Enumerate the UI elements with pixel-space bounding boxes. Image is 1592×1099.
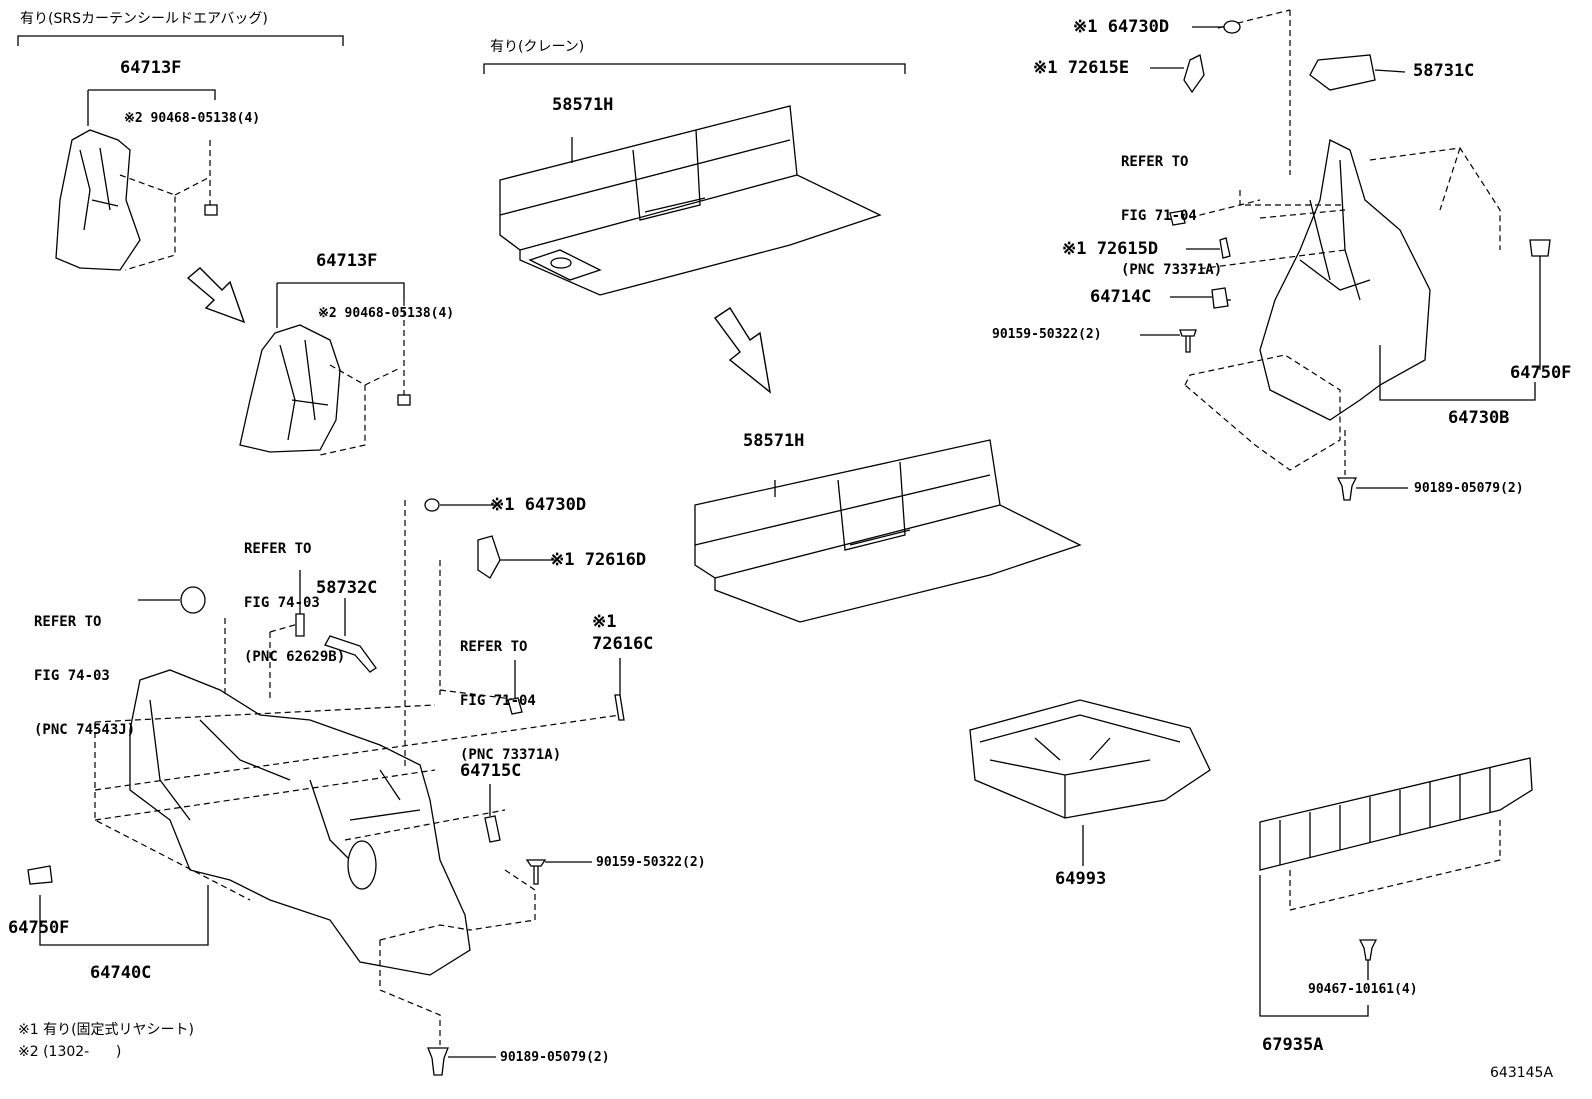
ref-line-3: (PNC 62629B): [244, 649, 346, 665]
deck-board-lower: [694, 439, 1082, 623]
part-58571H-lower: 58571H: [743, 431, 805, 451]
plug-64730D-mid: [424, 498, 500, 512]
ref-line-2: FIG 71-04: [1121, 208, 1197, 224]
arrow-down-right-1: [186, 267, 246, 324]
footnote-2: ※2 (1302- ): [18, 1044, 122, 1060]
part-58731C: 58731C: [1413, 61, 1475, 81]
ref-fig-74-03-74543j: REFER TO FIG 74-03 (PNC 74543J): [34, 577, 135, 757]
ref-line-3: (PNC 73371A): [460, 747, 562, 763]
part-72616D: ※1 72616D: [550, 550, 647, 570]
part-90467: 90467-10161(4): [1308, 982, 1418, 997]
part-64730B: 64730B: [1448, 408, 1510, 428]
part-64713F-lower: 64713F: [316, 251, 378, 271]
screw-90189-bottom: [427, 1047, 496, 1076]
part-64714C: 64714C: [1090, 287, 1152, 307]
quarter-trim-lower-left: [39, 500, 621, 1045]
clip-72616D: [477, 535, 556, 579]
part-90159-bottom: 90159-50322(2): [596, 855, 706, 870]
clip-58731C: [1309, 54, 1406, 91]
arrow-down-right-2: [714, 307, 771, 394]
ref-line-1: REFER TO: [34, 614, 102, 630]
part-64750F-right: 64750F: [1510, 363, 1572, 383]
rear-panel-trim: [1259, 757, 1533, 1017]
ref-line-1: REFER TO: [1121, 154, 1189, 170]
part-64730D-top: ※1 64730D: [1073, 17, 1170, 37]
part-90159-top: 90159-50322(2): [992, 327, 1102, 342]
cover-58732C: [324, 598, 377, 673]
ref-fig-71-04-mid: REFER TO FIG 71-04 (PNC 73371A): [460, 602, 561, 782]
clip-64750F-right: [1529, 239, 1551, 257]
part-58571H-upper: 58571H: [552, 95, 614, 115]
part-90189-top: 90189-05079(2): [1414, 481, 1524, 496]
ref-line-3: (PNC 73371A): [1121, 262, 1223, 278]
part-64715C: 64715C: [460, 761, 522, 781]
ref-fig-71-04-top: REFER TO FIG 71-04 (PNC 73371A): [1121, 117, 1222, 297]
part-90468-lower: ※2 90468-05138(4): [318, 306, 455, 321]
plug-74543J: [138, 586, 206, 614]
deck-board-upper: [499, 105, 882, 296]
bracket-64715C: [484, 784, 501, 843]
part-58732C: 58732C: [316, 578, 378, 598]
bracket-64714C: [1170, 287, 1229, 309]
crane-header: 有り(クレーン): [490, 39, 585, 55]
part-64740C: 64740C: [90, 963, 152, 983]
figure-code: 643145A: [1490, 1065, 1554, 1081]
ref-line-2: FIG 74-03: [244, 595, 320, 611]
plug-64730D-top: [1192, 20, 1241, 34]
ref-line-2: FIG 71-04: [460, 693, 536, 709]
clip-64750F-left: [27, 865, 53, 885]
part-90468-upper: ※2 90468-05138(4): [124, 111, 261, 126]
ref-fig-74-03-62629b: REFER TO FIG 74-03 (PNC 62629B): [244, 504, 345, 684]
tire-tray-64993: [969, 699, 1211, 866]
clip-73371A-mid: [507, 660, 523, 715]
part-64750F-left: 64750F: [8, 918, 70, 938]
srs-bracket: [17, 35, 344, 46]
clip-72615D: [1169, 210, 1231, 259]
part-72615D: ※1 72615D: [1062, 239, 1159, 259]
screw-90159-bottom: [525, 859, 592, 885]
part-90189-bottom: 90189-05079(2): [500, 1050, 610, 1065]
part-64993: 64993: [1055, 869, 1107, 889]
screw-90159-top: [1140, 329, 1197, 353]
part-72616C: 72616C: [592, 634, 654, 654]
srs-curtain-header: 有り(SRSカーテンシールドエアバッグ): [20, 11, 268, 27]
part-67935A: 67935A: [1262, 1035, 1324, 1055]
ref-line-1: REFER TO: [460, 639, 528, 655]
quarter-trim-upper-large: [239, 282, 411, 456]
quarter-trim-right: [1179, 9, 1541, 475]
quarter-trim-upper-small: [55, 89, 218, 271]
part-72615E: ※1 72615E: [1033, 58, 1130, 78]
part-72616C-mark: ※1: [592, 612, 617, 632]
part-64730D-mid: ※1 64730D: [490, 495, 587, 515]
ref-line-2: FIG 74-03: [34, 668, 110, 684]
clip-62629B: [295, 570, 305, 637]
screw-90189-top: [1336, 477, 1408, 501]
clip-72616C: [614, 658, 625, 721]
part-64713F-upper: 64713F: [120, 58, 182, 78]
ref-line-1: REFER TO: [244, 541, 312, 557]
clip-72615E: [1150, 54, 1205, 94]
footnote-1: ※1 有り(固定式リヤシート): [18, 1022, 195, 1038]
crane-bracket: [483, 63, 906, 74]
ref-line-3: (PNC 74543J): [34, 722, 136, 738]
